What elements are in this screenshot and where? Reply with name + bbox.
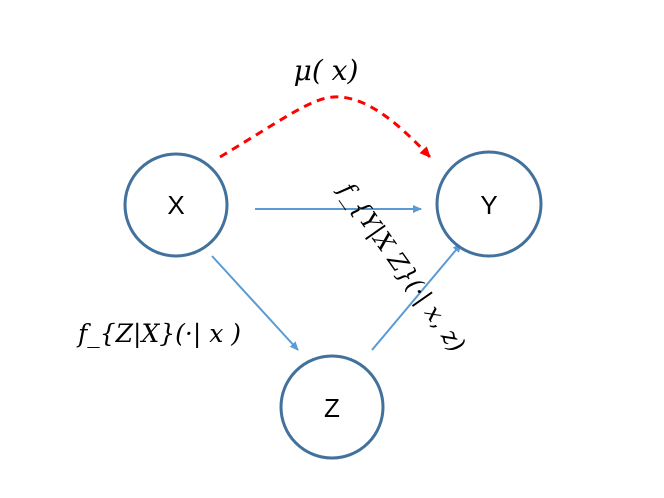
- node-x: X: [123, 152, 229, 258]
- label-f-z-given-x: f_{Z|X}(·| x ): [76, 319, 241, 349]
- label-mu-x: μ( x): [294, 54, 359, 87]
- edge-x-to-y-dashed: [219, 95, 432, 159]
- node-y: Y: [435, 150, 543, 258]
- edge-z-to-y: [371, 243, 462, 351]
- node-z-label: Z: [324, 393, 340, 423]
- node-y-label: Y: [480, 190, 497, 220]
- node-z: Z: [279, 354, 385, 460]
- node-x-label: X: [167, 190, 184, 220]
- edge-x-to-z: [211, 255, 299, 351]
